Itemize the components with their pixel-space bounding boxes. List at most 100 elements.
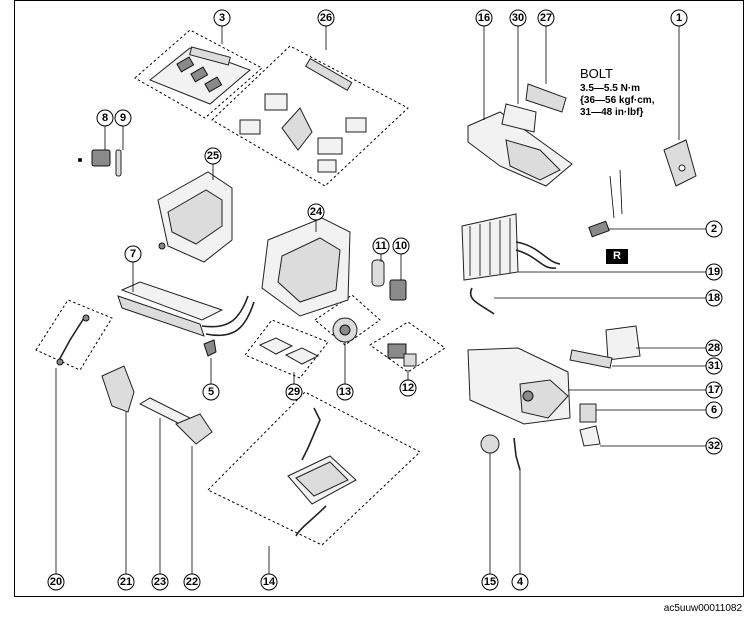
svg-text:20: 20: [50, 576, 62, 588]
svg-text:13: 13: [339, 386, 351, 398]
part-10-motor: [389, 279, 407, 301]
callout-28: 28: [705, 339, 723, 357]
svg-text:17: 17: [708, 384, 720, 396]
reference-code: ac5uuw00011082: [663, 603, 742, 614]
part-22-duct: [175, 413, 213, 445]
part-16-duct: [467, 111, 573, 187]
part-24-lower-case: [261, 217, 351, 317]
callout-6: 6: [705, 401, 723, 419]
callout-4: 4: [511, 573, 529, 591]
callout-30: 30: [509, 9, 527, 27]
callout-32: 32: [705, 437, 723, 455]
svg-text:5: 5: [208, 386, 214, 398]
part-20-pipe: [56, 314, 90, 366]
part-7-heater-core: [117, 281, 255, 337]
svg-text:4: 4: [517, 576, 524, 588]
group-13-outline: [314, 294, 381, 346]
part-8-actuator: [78, 149, 111, 167]
svg-text:29: 29: [288, 386, 300, 398]
part-30-seal: [501, 103, 537, 133]
replace-badge: R: [606, 249, 628, 264]
evaporator-fins: [469, 218, 511, 276]
svg-text:2: 2: [711, 223, 717, 235]
bolt-spec-line-1: 3.5—5.5 N·m: [580, 83, 641, 94]
callout-27: 27: [537, 9, 555, 27]
part-25-upper-case: [157, 171, 233, 263]
leader-lines: [55, 26, 706, 574]
part-9-sensor: [115, 149, 122, 177]
group-14-outline: [207, 391, 421, 546]
svg-text:3: 3: [219, 12, 225, 24]
svg-text:9: 9: [120, 112, 126, 124]
svg-text:18: 18: [708, 292, 720, 304]
callout-21: 21: [117, 573, 135, 591]
callout-11: 11: [372, 237, 390, 255]
callout-13: 13: [336, 383, 354, 401]
svg-text:22: 22: [186, 576, 198, 588]
part-2-expansion-valve: [588, 169, 623, 238]
svg-text:11: 11: [375, 240, 387, 252]
part-12-relay: [387, 343, 417, 367]
callout-22: 22: [183, 573, 201, 591]
svg-text:21: 21: [120, 576, 132, 588]
part-26-doors: [239, 57, 367, 173]
part-28-seal: [605, 325, 641, 361]
group-20-outline: [35, 299, 113, 371]
callout-12: 12: [399, 379, 417, 397]
svg-text:15: 15: [484, 576, 496, 588]
part-6-actuator: [579, 403, 597, 423]
callout-16: 16: [475, 9, 493, 27]
part-4-drain-hose: [513, 437, 521, 471]
part-23-duct: [138, 397, 192, 425]
callout-5: 5: [202, 383, 220, 401]
callout-9: 9: [114, 109, 132, 127]
svg-text:31: 31: [708, 360, 720, 372]
svg-text:8: 8: [102, 112, 108, 124]
part-1-bracket: [663, 139, 697, 187]
part-19-evaporator: [461, 213, 561, 281]
svg-text:19: 19: [708, 266, 720, 278]
bolt-spec-line-2: {36—56 kgf·cm,: [580, 95, 655, 106]
svg-text:30: 30: [512, 12, 524, 24]
callout-18: 18: [705, 289, 723, 307]
callout-17: 17: [705, 381, 723, 399]
part-32-bracket: [579, 425, 601, 447]
part-14-blower-unit: [287, 407, 357, 537]
part-15-drain-cap: [480, 434, 500, 454]
group-26-outline: [211, 45, 409, 187]
callout-31: 31: [705, 357, 723, 375]
callout-1: 1: [670, 9, 688, 27]
callout-20: 20: [47, 573, 65, 591]
group-3-outline: [134, 29, 263, 119]
svg-text:26: 26: [320, 12, 332, 24]
callout-19: 19: [705, 263, 723, 281]
svg-text:14: 14: [263, 576, 276, 588]
part-27-seal: [525, 83, 567, 113]
svg-text:6: 6: [711, 404, 717, 416]
part-29-seals: [258, 337, 320, 365]
part-18-sensor: [469, 287, 495, 315]
bolt-spec-line-3: 31—48 in·lbf}: [580, 107, 644, 118]
svg-text:27: 27: [540, 12, 552, 24]
svg-text:24: 24: [310, 206, 323, 218]
group-outlines: [35, 29, 446, 546]
svg-text:1: 1: [676, 12, 682, 24]
part-5-sensor: [203, 339, 217, 357]
part-3-filter: [149, 46, 251, 105]
bolt-spec-title: BOLT: [580, 66, 613, 81]
callout-23: 23: [151, 573, 169, 591]
callout-14: 14: [260, 573, 278, 591]
callout-3: 3: [213, 9, 231, 27]
svg-text:16: 16: [478, 12, 490, 24]
svg-text:10: 10: [395, 240, 407, 252]
svg-text:12: 12: [402, 382, 414, 394]
svg-text:32: 32: [708, 440, 720, 452]
svg-text:25: 25: [207, 150, 219, 162]
part-31-seal: [569, 349, 613, 369]
callout-8: 8: [96, 109, 114, 127]
part-21-duct: [101, 365, 135, 413]
svg-text:23: 23: [154, 576, 166, 588]
svg-text:7: 7: [130, 248, 136, 260]
exploded-parts-diagram: 3 26 16 30 27 1 8 9 25 24 2 11 10 7 19 1…: [35, 9, 723, 591]
part-11-resistor: [371, 259, 385, 287]
